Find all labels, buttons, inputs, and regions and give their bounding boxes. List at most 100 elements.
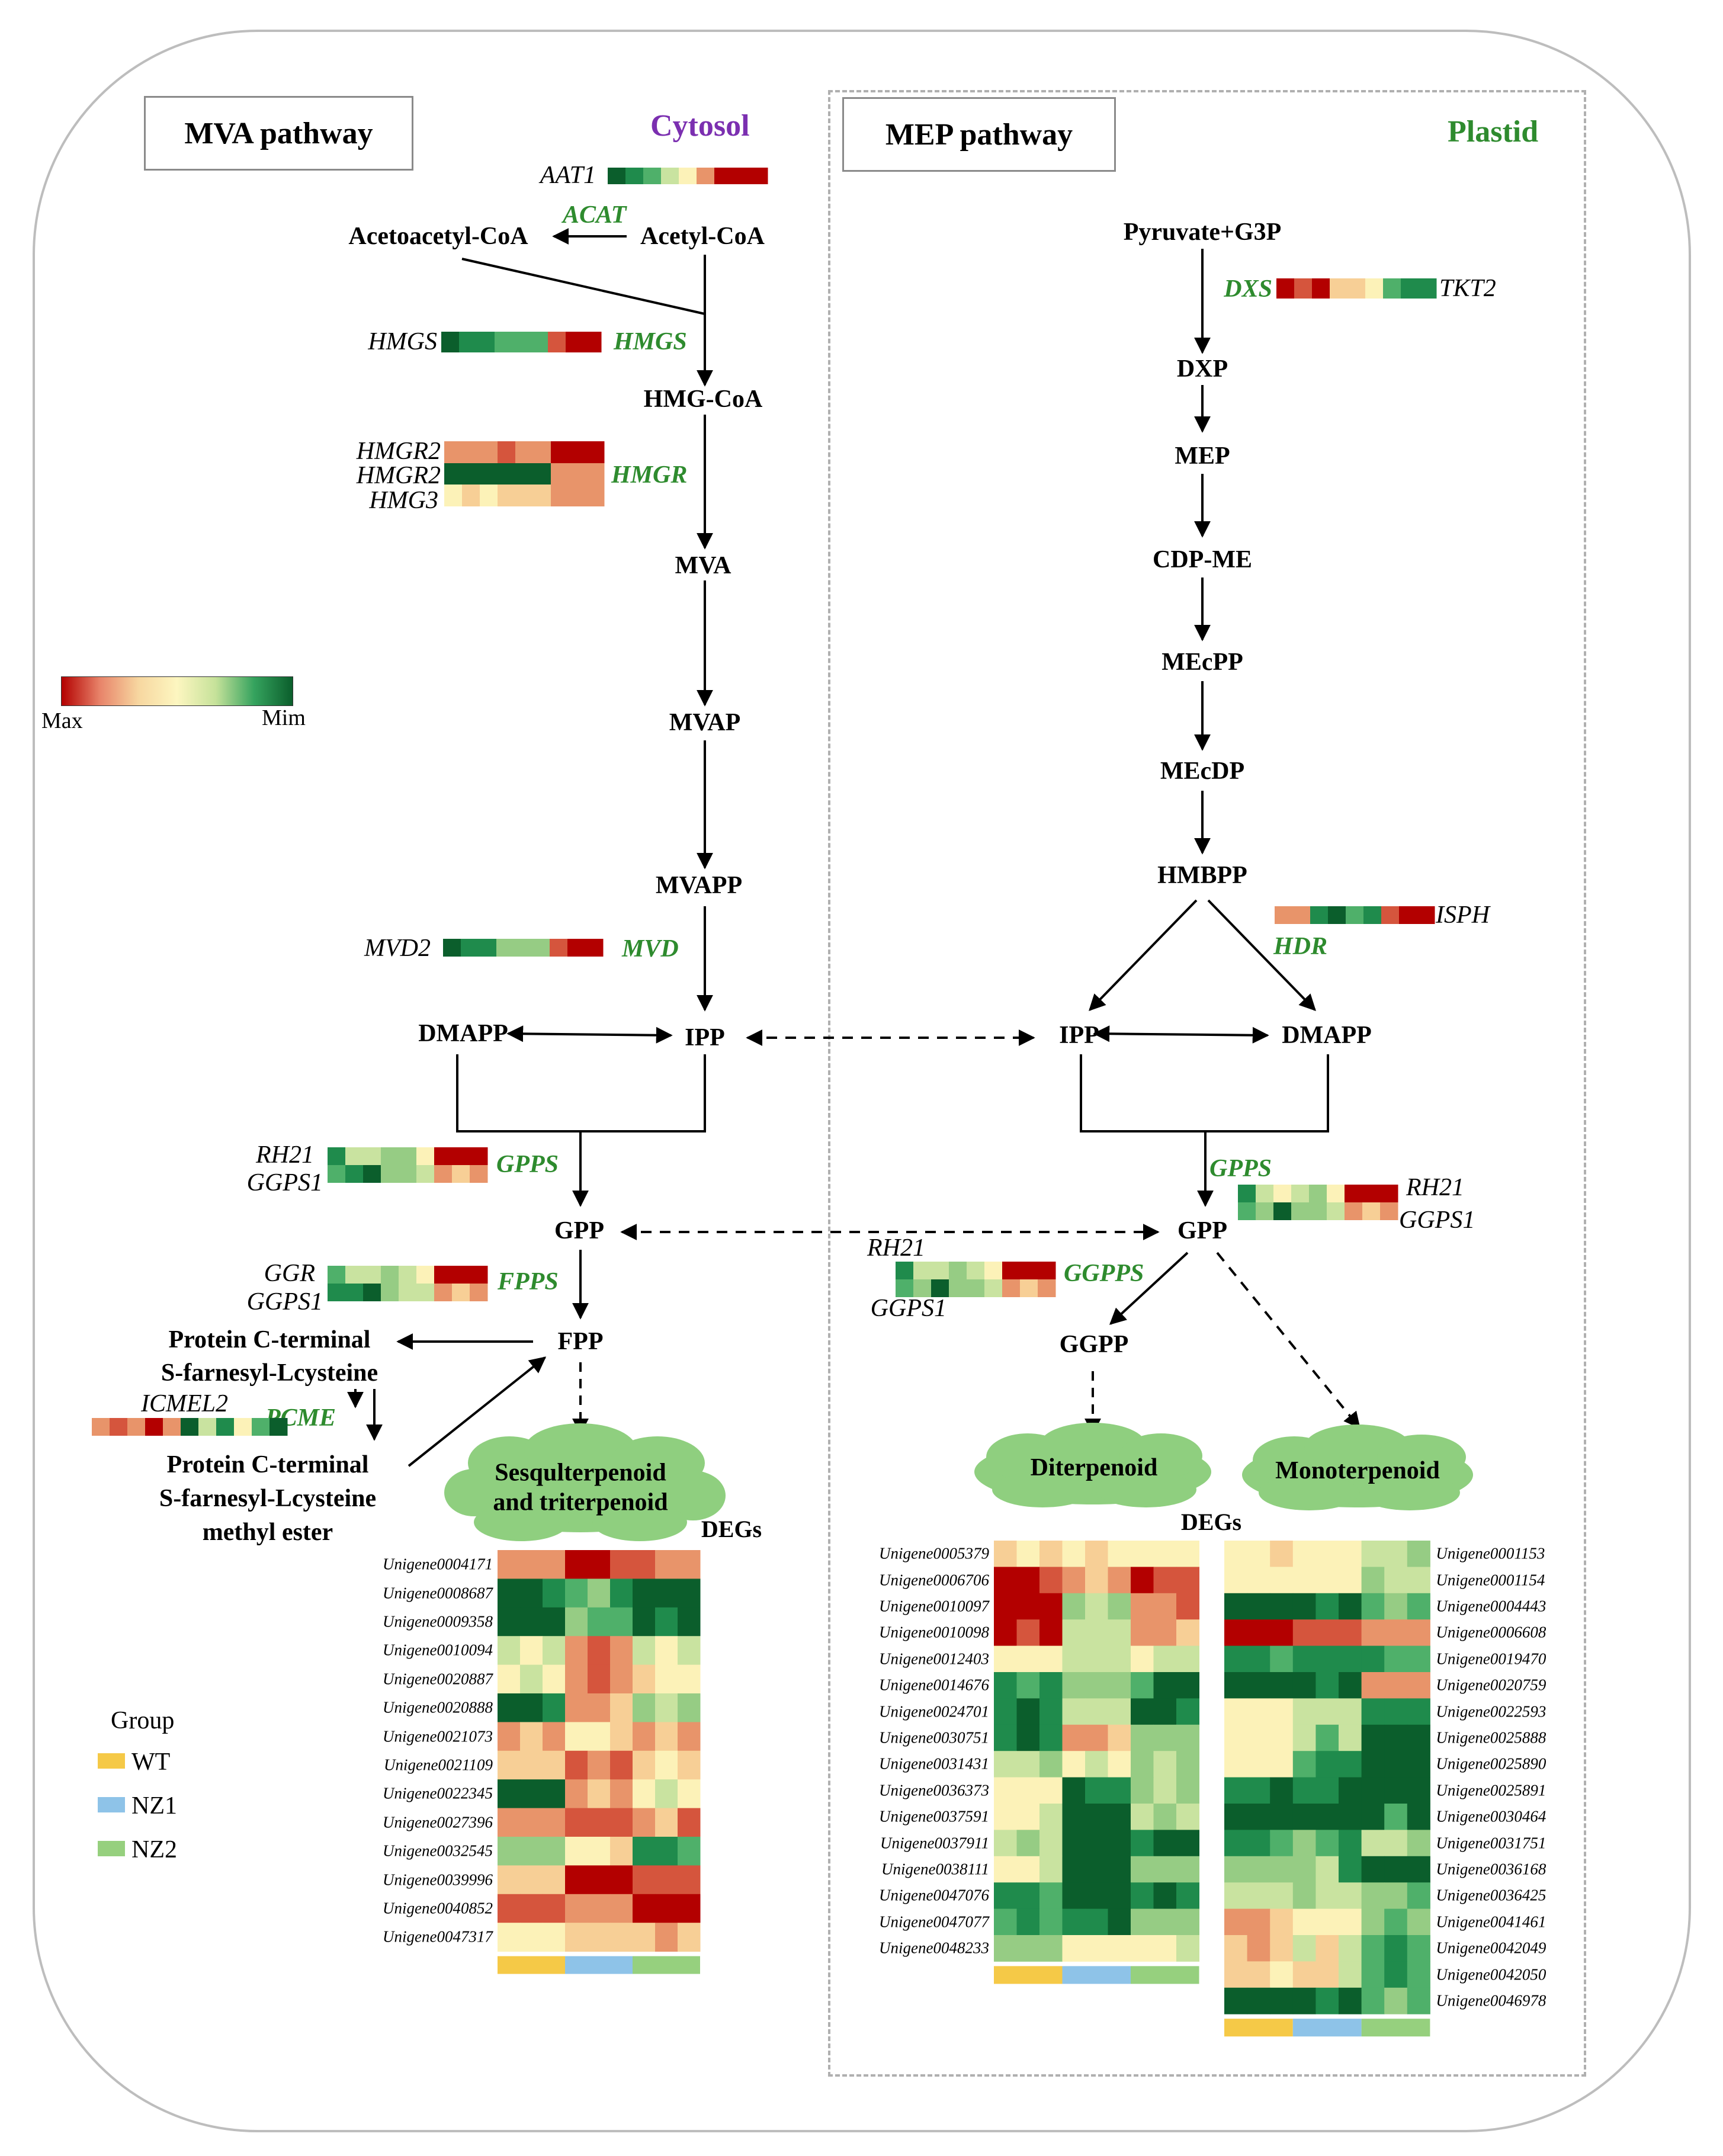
metabolite-gpp-cytosol: GPP xyxy=(554,1217,604,1244)
heatmap-gene-label: Unigene0030751 xyxy=(879,1728,989,1747)
heatmap-cell xyxy=(1407,1567,1430,1594)
heatmap-cell xyxy=(565,1693,588,1722)
heatmap-cell xyxy=(1131,1567,1154,1594)
metabolite-acetyl-coa: Acetyl-CoA xyxy=(640,223,765,250)
strip-cell xyxy=(530,332,548,352)
heatmap-cell xyxy=(1270,1935,1294,1962)
heatmap-cell xyxy=(1016,1777,1040,1804)
strip-cell xyxy=(1365,278,1384,299)
heatmap-cell xyxy=(1062,1777,1086,1804)
heatmap-gene-label: Unigene0020887 xyxy=(383,1670,493,1688)
heatmap-cell xyxy=(1407,1672,1430,1699)
heatmap-cell xyxy=(1224,1856,1248,1883)
heatmap-cell xyxy=(1016,1882,1040,1910)
strip-ggps1-ggpps xyxy=(896,1279,1056,1297)
heatmap-cell xyxy=(1361,1567,1385,1594)
strip-ggr xyxy=(328,1266,488,1284)
heatmap-cell xyxy=(520,1693,543,1722)
heatmap-cell xyxy=(633,1837,656,1866)
strip-cell xyxy=(533,441,551,463)
strip-cell xyxy=(931,1262,949,1279)
heatmap-cell xyxy=(1039,1619,1063,1647)
heatmap-cell xyxy=(1384,1619,1408,1647)
strip-cell xyxy=(583,332,602,352)
heatmap-cell xyxy=(994,1698,1017,1725)
heatmap-cell xyxy=(994,1751,1017,1778)
strip-cell xyxy=(399,1165,417,1183)
heatmap-cell xyxy=(633,1808,656,1837)
heatmap-cell xyxy=(565,1664,588,1694)
heatmap-cell xyxy=(1361,1672,1385,1699)
heatmap-cell xyxy=(1361,1777,1385,1804)
strip-cell xyxy=(1401,278,1419,299)
strip-cell xyxy=(1380,1202,1398,1220)
heatmap-cell xyxy=(994,1935,1017,1962)
heatmap-cell xyxy=(1292,1645,1316,1673)
strip-cell xyxy=(1292,906,1311,924)
heatmap-cell xyxy=(1224,1645,1248,1673)
heatmap-cell xyxy=(1085,1672,1108,1699)
heatmap-cell xyxy=(543,1578,566,1608)
heatmap-cell xyxy=(655,1578,678,1608)
strip-cell xyxy=(714,168,733,184)
metabolite-mecpp: MEcPP xyxy=(1161,649,1243,676)
heatmap-cell xyxy=(588,1865,611,1895)
heatmap-cell xyxy=(633,1923,656,1952)
heatmap-cell xyxy=(1108,1882,1131,1910)
strip-cell xyxy=(1276,278,1295,299)
heatmap-cell xyxy=(1176,1567,1199,1594)
heatmap-cell xyxy=(1384,1908,1408,1936)
heatmap-cell xyxy=(678,1578,701,1608)
heatmap-cell xyxy=(1315,1987,1339,2014)
heatmap-cell xyxy=(655,1894,678,1923)
enzyme-hdr: HDR xyxy=(1273,933,1328,960)
heatmap-cell xyxy=(1062,1882,1086,1910)
metabolite-mep: MEP xyxy=(1175,442,1230,470)
heatmap-cell xyxy=(1339,1830,1362,1857)
heatmap-cell xyxy=(1315,1698,1339,1725)
heatmap-cell xyxy=(1384,1698,1408,1725)
heatmap-cell xyxy=(1039,1672,1063,1699)
heatmap-cell xyxy=(1315,1856,1339,1883)
heatmap-cell xyxy=(1085,1645,1108,1673)
strip-cell xyxy=(1419,278,1437,299)
heatmap-cell xyxy=(1085,1777,1108,1804)
heatmap-gene-label: Unigene0004171 xyxy=(383,1555,493,1573)
heatmap-cell xyxy=(1339,1751,1362,1778)
heatmap-gene-label: Unigene0036373 xyxy=(879,1781,989,1799)
metabolite-protein-cterm-line1: Protein C-terminal xyxy=(168,1326,371,1353)
gene-hmgr2-a: HMGR2 xyxy=(356,438,441,465)
heatmap-cell xyxy=(1085,1541,1108,1567)
strip-dxs xyxy=(1276,278,1437,299)
heatmap-cell xyxy=(1292,1830,1316,1857)
heatmap-cell xyxy=(588,1693,611,1722)
heatmap-cell xyxy=(678,1750,701,1780)
heatmap-cell xyxy=(633,1865,656,1895)
strip-cell xyxy=(1327,1202,1345,1220)
metabolite-protein-cterm-line2: S-farnesyl-Lcysteine xyxy=(161,1359,378,1387)
enzyme-hmgr: HMGR xyxy=(611,461,688,489)
gene-rh21-ggpps: RH21 xyxy=(867,1234,925,1262)
strip-cell xyxy=(1347,278,1366,299)
heatmap-cell xyxy=(1407,1882,1430,1910)
heatmap-cell xyxy=(1153,1593,1177,1620)
enzyme-fpps: FPPS xyxy=(498,1268,559,1295)
heatmap-cell xyxy=(1407,1645,1430,1673)
strip-cell xyxy=(363,1147,381,1165)
heatmap-cell xyxy=(1062,1698,1086,1725)
strip-cell xyxy=(480,463,498,485)
heatmap-cell xyxy=(1407,1698,1430,1725)
heatmap-gene-label: Unigene0010098 xyxy=(879,1623,989,1641)
heatmap-cell xyxy=(1407,1961,1430,1988)
heatmap-cell xyxy=(1016,1935,1040,1962)
heatmap-cell xyxy=(588,1779,611,1809)
heatmap-cell xyxy=(543,1693,566,1722)
heatmap-cell xyxy=(1384,1777,1408,1804)
strip-cell xyxy=(498,441,516,463)
strip-cell xyxy=(216,1418,235,1436)
arrow-gpp-to-monoterpenoid xyxy=(1216,1252,1361,1429)
heatmap-cell xyxy=(633,1550,656,1579)
heatmap-cell xyxy=(1131,1804,1154,1830)
strip-cell xyxy=(163,1418,181,1436)
heatmap-cell xyxy=(678,1693,701,1722)
